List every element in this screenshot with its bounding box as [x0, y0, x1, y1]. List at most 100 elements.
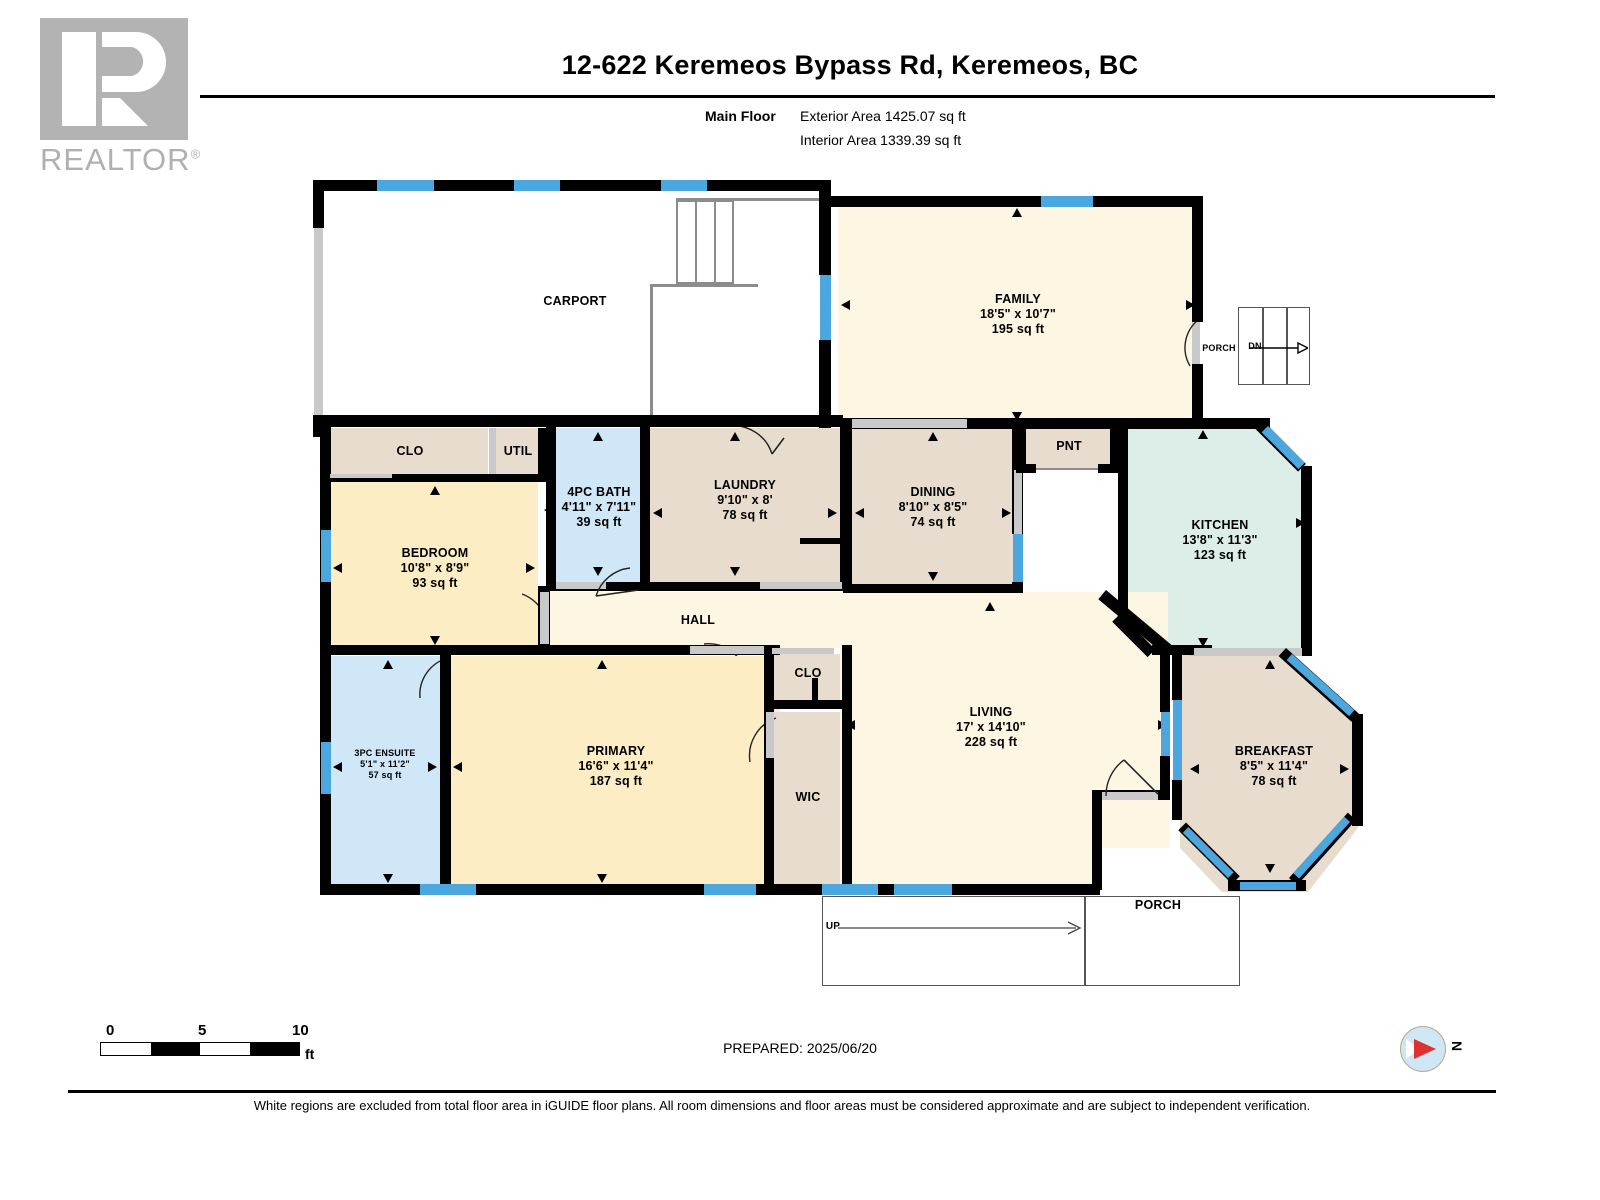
room-living-name: LIVING — [969, 705, 1013, 719]
opening-bath-door — [556, 582, 606, 589]
room-bath-4pc — [556, 428, 640, 584]
room-kitchen-sqft: 123 sq ft — [1193, 548, 1247, 562]
dimension-arrow-up — [1012, 208, 1022, 217]
window-primary-south-2 — [704, 884, 756, 895]
wall-living-right — [1160, 648, 1170, 668]
wall-clo-util-divider — [538, 428, 547, 478]
realtor-r-glyph — [62, 32, 166, 126]
window-breakfast-west — [1173, 700, 1182, 780]
realtor-registered-mark: ® — [190, 146, 202, 162]
wall-ensuite-right — [440, 648, 451, 890]
wall-clo-bottom — [330, 474, 546, 482]
opening-bedroom-hall — [540, 592, 549, 644]
scale-bar-segment — [249, 1043, 299, 1055]
room-dining-sqft: 74 sq ft — [910, 515, 956, 529]
window-carport-family-side — [820, 275, 831, 340]
room-ensuite-3pc-label: 3PC ENSUITE 5'1" x 11'2" 57 sq ft — [330, 748, 440, 781]
opening-clo-bedroom — [330, 474, 392, 478]
window-breakfast-south — [1240, 882, 1296, 890]
laundry-door-swing — [729, 425, 785, 455]
dimension-arrow-up — [985, 602, 995, 611]
room-bath-4pc-label: 4PC BATH 4'11" x 7'11" 39 sq ft — [540, 485, 658, 530]
opening-family-dining — [852, 419, 967, 428]
room-breakfast-sqft: 78 sq ft — [1251, 774, 1297, 788]
compass-needle-red — [1414, 1039, 1436, 1059]
carport-stair-landing-edge — [650, 284, 653, 422]
dimension-arrow-left — [333, 563, 342, 573]
porch-stair-tread — [1286, 307, 1288, 385]
room-laundry — [650, 428, 840, 584]
room-bath-4pc-sqft: 39 sq ft — [576, 515, 622, 529]
room-wic-label: WIC — [772, 790, 844, 805]
porch-dn-text: DN — [1248, 341, 1262, 351]
window-living-south-2 — [894, 884, 952, 895]
dimension-arrow-left — [1190, 764, 1199, 774]
wall-family-right — [1192, 364, 1203, 428]
realtor-logo-mark — [40, 18, 188, 140]
wall-living-left — [842, 645, 852, 890]
room-laundry-dimensions: 9'10" x 8' — [717, 493, 773, 507]
window-ensuite-west — [321, 742, 331, 794]
window-carport-top-1 — [377, 180, 434, 191]
room-breakfast-label: BREAKFAST 8'5" x 11'4" 78 sq ft — [1208, 744, 1340, 789]
wall-laundry-bottom — [650, 582, 850, 591]
room-dining-name: DINING — [910, 485, 956, 499]
wall-laundry-right — [840, 424, 852, 590]
room-ensuite-3pc-name: 3PC ENSUITE — [354, 748, 416, 758]
dimension-arrow-down — [1265, 864, 1275, 873]
room-living — [840, 596, 1170, 896]
dimension-arrow-right — [1186, 300, 1195, 310]
room-util-label: UTIL — [492, 444, 544, 459]
wall-family-top — [1093, 196, 1203, 207]
wall-carport-upper-left — [313, 180, 324, 228]
wall-clo-wic-divider — [764, 700, 852, 709]
room-primary-name: PRIMARY — [586, 744, 646, 758]
dimension-arrow-left — [841, 300, 850, 310]
wall-breakfast-nw — [1172, 780, 1182, 820]
opening-wic-door — [766, 712, 774, 758]
disclaimer-text: White regions are excluded from total fl… — [253, 1098, 1311, 1113]
room-pnt-name: PNT — [1056, 439, 1082, 453]
wall-south-exterior — [756, 884, 822, 895]
scale-bar-segment — [101, 1043, 151, 1055]
scale-label-zero: 0 — [106, 1022, 115, 1039]
dimension-arrow-up — [593, 432, 603, 441]
room-ensuite-3pc — [330, 656, 440, 886]
wall-south-exterior — [952, 884, 1100, 895]
room-family-label: FAMILY 18'5" x 10'7" 195 sq ft — [928, 292, 1108, 337]
wall-carport-top — [560, 180, 661, 191]
realtor-logo: REALTOR® — [40, 18, 220, 188]
porch-dn-label: DN — [1242, 341, 1268, 352]
opening-clo-mid-door — [772, 648, 834, 654]
prepared-date: PREPARED: 2025/06/20 — [723, 1040, 877, 1056]
dimension-arrow-down — [1012, 412, 1022, 421]
porch-stair-tread — [1262, 307, 1264, 385]
dimension-arrow-up — [430, 486, 440, 495]
room-hall-label: HALL — [648, 613, 748, 628]
room-bedroom-label: BEDROOM 10'8" x 8'9" 93 sq ft — [380, 546, 490, 591]
carport-stair-tread — [695, 200, 697, 284]
porch-bottom-divider — [1084, 896, 1086, 986]
room-wic-name: WIC — [795, 790, 821, 804]
room-bedroom — [330, 482, 538, 648]
wall-family-bottom — [843, 418, 1203, 429]
room-family — [838, 202, 1198, 424]
wall-south-exterior — [476, 884, 704, 895]
window-living-south-1 — [822, 884, 878, 895]
room-primary — [450, 656, 780, 886]
room-bath-4pc-name: 4PC BATH — [567, 485, 631, 499]
dimension-arrow-left — [653, 508, 662, 518]
wall-carport-open-left — [314, 228, 323, 415]
room-laundry-label: LAUNDRY 9'10" x 8' 78 sq ft — [690, 478, 800, 523]
opening-laundry-hall — [760, 582, 842, 589]
window-dining-right — [1013, 534, 1023, 582]
dimension-arrow-right — [526, 563, 535, 573]
clo-divider-wall — [812, 678, 818, 706]
up-arrow-label: UP — [822, 921, 844, 933]
room-bedroom-sqft: 93 sq ft — [412, 576, 458, 590]
window-carport-top-3 — [661, 180, 707, 191]
wall-family-top — [831, 196, 1041, 207]
room-carport-name: CARPORT — [543, 294, 607, 308]
room-clo-mid-name: CLO — [794, 666, 822, 680]
wall-bath-right — [640, 424, 650, 590]
